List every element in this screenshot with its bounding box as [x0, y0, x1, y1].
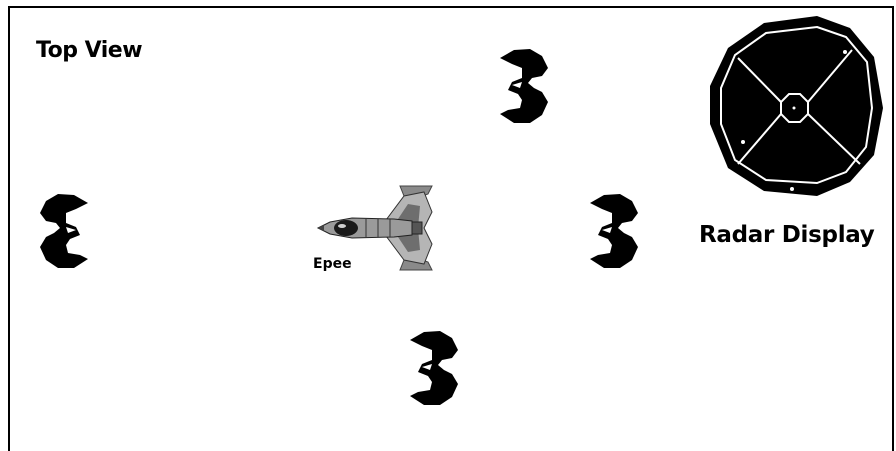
enemy-craft-icon [590, 194, 638, 268]
radar-display-label: Radar Display [699, 222, 875, 248]
fighter-ship-icon [316, 185, 433, 271]
radar-scope-icon [710, 16, 883, 196]
enemy-craft-icon [500, 49, 548, 123]
top-view-title: Top View [36, 38, 143, 63]
ship-name-label: Epee [313, 256, 352, 272]
diagram-frame [8, 6, 894, 451]
enemy-craft-icon [40, 194, 88, 268]
enemy-craft-icon [410, 331, 458, 405]
